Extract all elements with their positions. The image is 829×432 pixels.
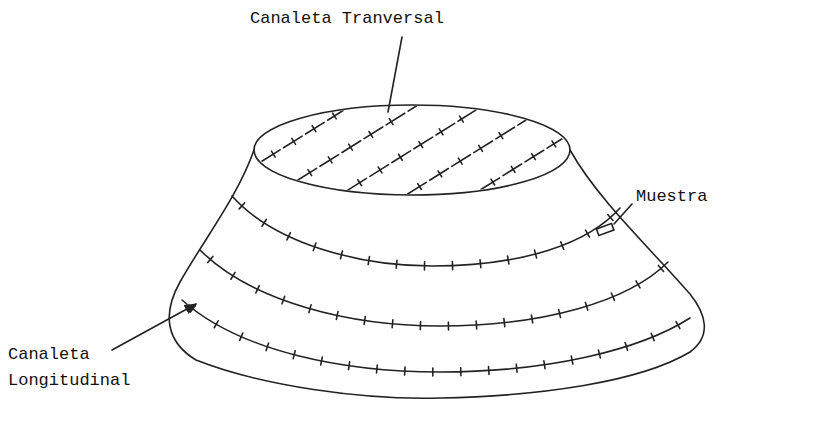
channel-tick <box>460 368 462 376</box>
channel-tick <box>190 306 195 312</box>
channel-tick <box>395 260 397 268</box>
channel-tick <box>491 179 495 185</box>
longitudinal-channel <box>182 300 690 372</box>
channel-tick <box>321 357 323 365</box>
channel-tick <box>231 272 235 279</box>
channel-tick <box>312 126 316 132</box>
channel-tick <box>256 286 259 293</box>
channel-tick <box>404 367 406 375</box>
channel-tick <box>636 281 640 288</box>
channel-tick <box>271 151 275 157</box>
channel-tick <box>391 320 393 328</box>
transverse-channel <box>408 120 526 194</box>
leader-line <box>388 37 402 112</box>
channel-tick <box>651 333 654 340</box>
channel-tick <box>208 256 213 262</box>
channel-tick <box>378 167 382 173</box>
channel-tick <box>460 116 464 122</box>
mound-top <box>254 105 570 195</box>
channel-tick <box>369 131 373 137</box>
channel-tick <box>368 257 369 265</box>
channel-tick <box>676 322 680 329</box>
transverse-channel <box>298 106 416 180</box>
channel-tick <box>438 171 442 177</box>
channel-tick <box>452 262 454 270</box>
channel-tick <box>287 233 290 240</box>
channel-label: Canaleta Tranversal <box>250 6 480 32</box>
channel-tick <box>328 157 332 163</box>
channel-tick <box>507 256 508 264</box>
sample-label: Muestra <box>636 184 736 210</box>
channel-tick <box>308 170 312 176</box>
channel-tick <box>376 365 378 373</box>
channel-tick <box>479 260 481 268</box>
channel-tick <box>531 315 532 323</box>
channel-tick <box>389 119 393 125</box>
longitudinal-channel <box>200 250 668 326</box>
channel-tick <box>432 368 434 376</box>
channel-tick <box>418 184 422 190</box>
channel-tick <box>309 305 311 313</box>
channel-label: Canaleta Longitudinal <box>8 342 143 395</box>
channel-tick <box>399 154 403 160</box>
channel-tick <box>419 322 421 330</box>
channel-tick <box>532 154 536 160</box>
channel-tick <box>340 251 342 259</box>
channel-tick <box>262 219 266 226</box>
channel-tick <box>515 364 517 372</box>
leader-line <box>614 204 632 224</box>
channel-tick <box>571 356 573 364</box>
channel-tick <box>475 321 477 329</box>
channel-tick <box>364 316 365 324</box>
channel-tick <box>608 215 613 221</box>
channel-tick <box>292 138 296 144</box>
channel-tick <box>358 180 362 186</box>
transverse-channel <box>481 138 563 189</box>
channel-tick <box>585 302 587 310</box>
channel-tick <box>559 310 561 318</box>
channel-tick <box>419 142 423 148</box>
channel-tick <box>214 321 218 328</box>
channel-tick <box>448 322 450 330</box>
channel-tick <box>586 230 590 237</box>
channel-tick <box>535 250 537 258</box>
channel-tick <box>598 350 600 358</box>
channel-tick <box>282 296 285 304</box>
channel-tick <box>266 343 269 351</box>
channel-tick <box>349 144 353 150</box>
leader-line <box>112 304 196 350</box>
channel-tick <box>499 133 503 139</box>
channel-tick <box>439 129 443 135</box>
channel-tick <box>552 141 556 147</box>
channel-tick <box>458 158 462 164</box>
channel-tick <box>424 262 426 270</box>
channel-tick <box>544 361 545 369</box>
channel-tick <box>561 242 564 249</box>
channel-tick <box>293 351 295 359</box>
channel-tick <box>336 312 338 320</box>
mound-outline <box>169 150 704 398</box>
channel-tick <box>611 293 614 300</box>
channel-tick <box>625 343 627 351</box>
channel-tick <box>503 319 505 327</box>
channel-tick <box>488 366 490 374</box>
channel-tick <box>313 243 316 251</box>
channel-tick <box>349 362 350 370</box>
channel-tick <box>240 333 243 340</box>
transverse-channel <box>261 111 343 162</box>
channel-tick <box>239 203 244 209</box>
transverse-channel <box>348 110 476 190</box>
longitudinal-channel <box>232 196 620 266</box>
channel-tick <box>511 166 515 172</box>
channel-tick <box>658 265 663 271</box>
channel-tick <box>479 145 483 151</box>
sample-mark <box>596 223 613 235</box>
channel-tick <box>333 113 337 119</box>
